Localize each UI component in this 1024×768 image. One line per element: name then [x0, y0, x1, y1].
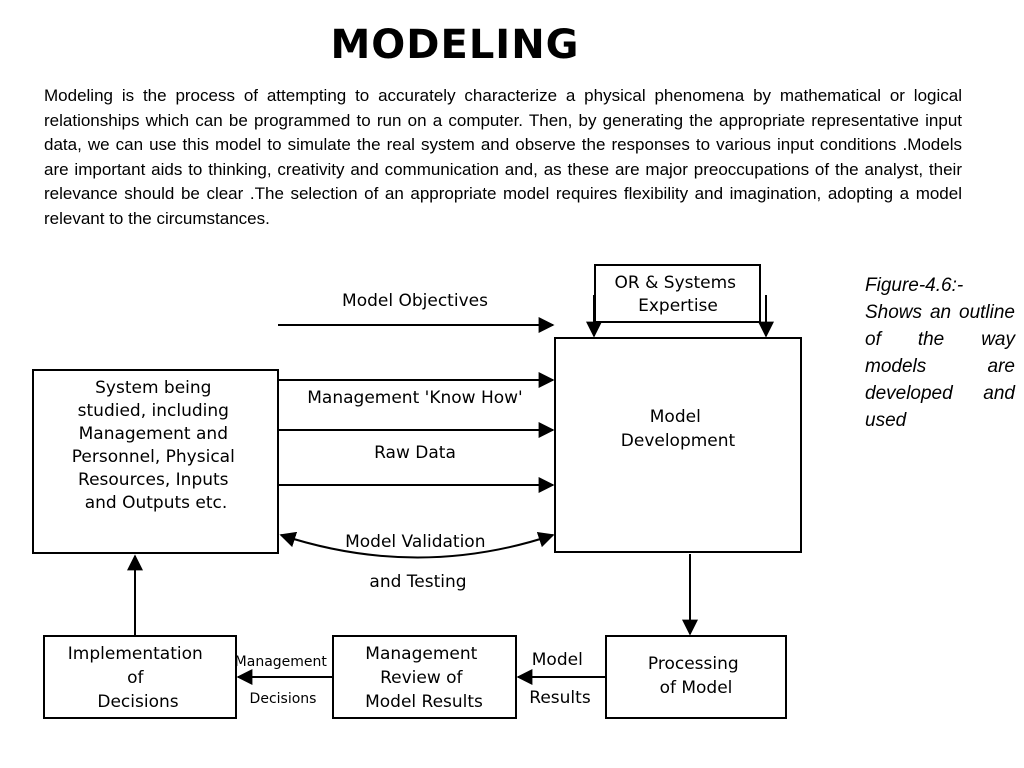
implementation-box — [43, 635, 237, 719]
validation-label: Model Validation and Testing — [345, 532, 491, 592]
model-objectives-label: Model Objectives — [342, 291, 488, 311]
model-development-box — [554, 337, 802, 553]
processing-box — [605, 635, 787, 719]
arrow-model-validation — [279, 531, 555, 559]
model-development-label: Model Development — [621, 407, 736, 451]
system-box-label: System being studied, including Manageme… — [72, 378, 240, 513]
figure-caption: Figure-4.6:- Shows an outline of the way… — [865, 275, 1015, 431]
raw-data-label: Raw Data — [374, 443, 456, 463]
review-label: Management Review of Model Results — [365, 644, 483, 712]
page-title: MODELING — [330, 22, 580, 68]
intro-paragraph: Modeling is the process of attempting to… — [44, 86, 962, 228]
know-how-label: Management 'Know How' — [307, 388, 522, 408]
model-results-label: Model Results — [529, 650, 591, 708]
system-box — [32, 369, 279, 554]
processing-label: Processing of Model — [648, 654, 744, 698]
management-decisions-label: Management Decisions — [235, 654, 332, 707]
or-systems-box — [594, 264, 761, 323]
or-systems-label: OR & Systems Expertise — [615, 273, 742, 316]
implementation-label: Implementation of Decisions — [68, 644, 208, 712]
